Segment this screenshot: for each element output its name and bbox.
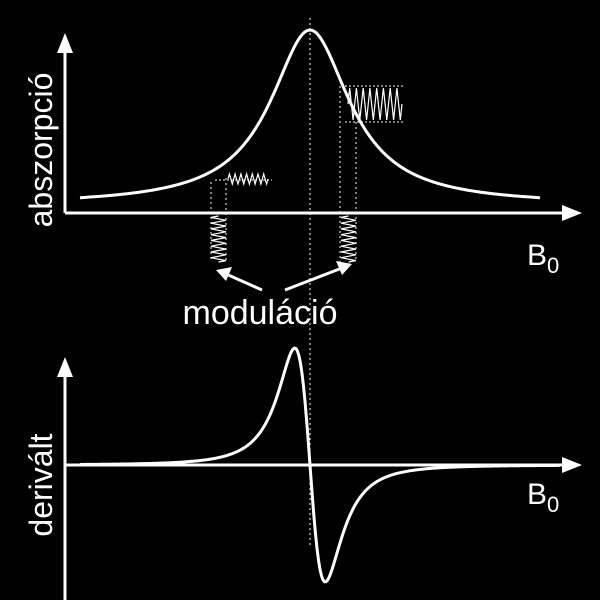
top-x-axis-label: B0	[527, 239, 559, 278]
large-modulation-wave-horizontal	[347, 87, 403, 121]
derivative-panel: derivált B0	[23, 346, 582, 600]
top-x-axis-label-main: B	[527, 239, 547, 272]
bottom-y-axis-arrowhead	[57, 357, 73, 377]
top-y-axis-label: abszorpció	[23, 73, 59, 228]
modulation-label: moduláció	[183, 294, 338, 332]
top-x-axis-arrowhead	[562, 205, 582, 221]
absorption-panel: abszorpció B0 moduláció	[23, 28, 582, 332]
modulation-arrow-left	[225, 272, 263, 292]
top-x-axis-label-subscript: 0	[547, 253, 559, 278]
modulation-arrow-right-head	[336, 261, 352, 275]
bottom-x-axis-label: B0	[527, 478, 559, 517]
modulation-arrow-left-head	[216, 267, 232, 281]
large-modulation-wave-vertical	[340, 215, 357, 263]
top-y-axis-arrowhead	[57, 33, 73, 53]
small-modulation-wave-horizontal	[227, 171, 269, 187]
bottom-x-axis-label-subscript: 0	[547, 492, 559, 517]
bottom-y-axis-label: derivált	[23, 433, 59, 536]
derivative-curve	[79, 346, 561, 584]
bottom-x-axis-label-main: B	[527, 478, 547, 511]
bottom-x-axis-arrowhead	[562, 457, 582, 473]
modulation-arrow-right	[284, 266, 343, 292]
small-modulation-wave-vertical	[210, 215, 227, 263]
